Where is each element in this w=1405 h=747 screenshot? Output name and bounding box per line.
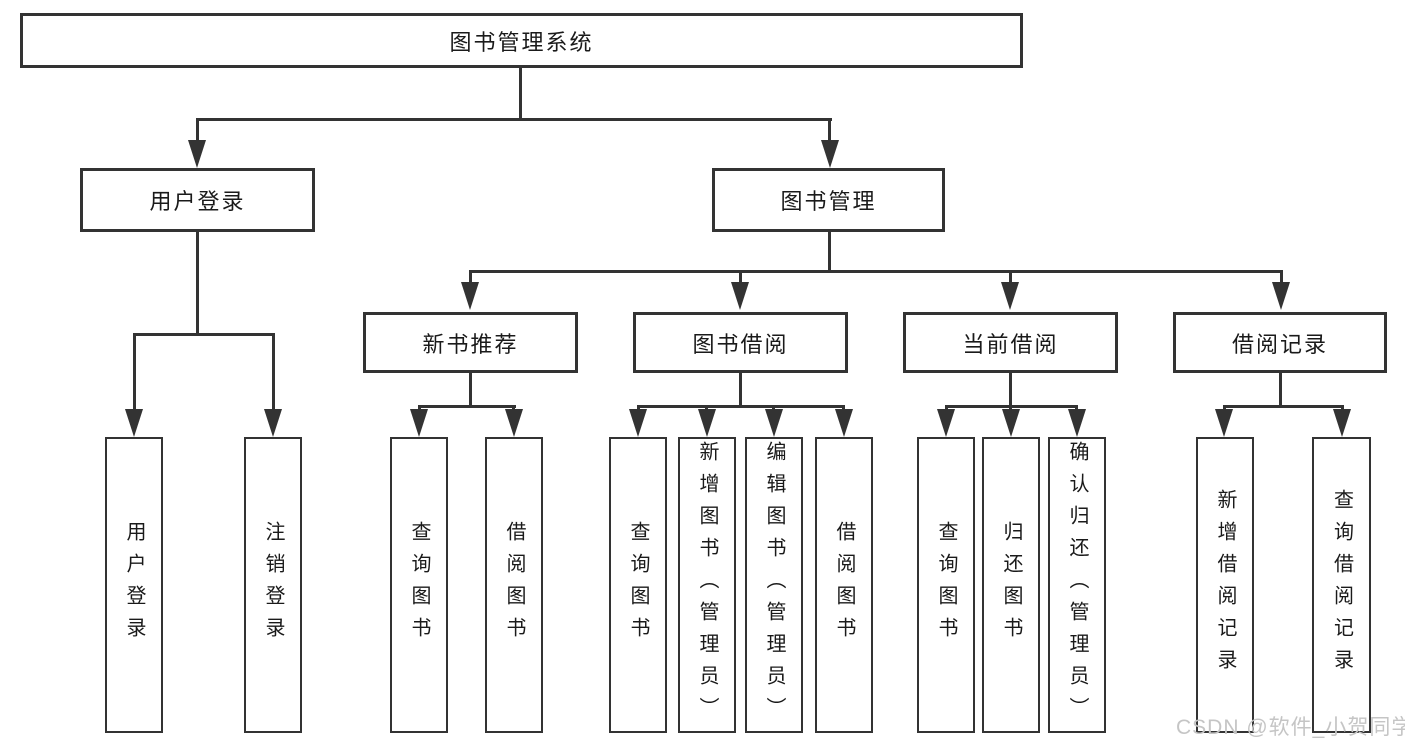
arrow-down-icon: [835, 409, 853, 437]
connector-line: [133, 333, 136, 411]
leaf-current-confirm-return-label: 确认归还（管理员）: [1066, 441, 1088, 729]
leaf-current-return-label: 归还图书: [1000, 521, 1022, 649]
leaf-records-add: 新增借阅记录: [1196, 437, 1254, 733]
node-user-login: 用户登录: [80, 168, 315, 232]
leaf-user-login-label: 用户登录: [123, 521, 145, 649]
connector-line: [469, 270, 472, 284]
leaf-current-query-label: 查询图书: [935, 521, 957, 649]
arrow-down-icon: [1068, 409, 1086, 437]
node-root: 图书管理系统: [20, 13, 1023, 68]
leaf-records-query: 查询借阅记录: [1312, 437, 1371, 733]
leaf-newbook-query-label: 查询图书: [408, 521, 430, 649]
node-book-management: 图书管理: [712, 168, 945, 232]
node-new-book-recommend-label: 新书推荐: [422, 331, 519, 357]
connector-line: [469, 270, 1283, 273]
connector-line: [196, 118, 199, 146]
node-book-borrow: 图书借阅: [633, 312, 848, 373]
arrow-down-icon: [1001, 282, 1019, 310]
connector-line: [637, 405, 845, 408]
connector-line: [1280, 270, 1283, 284]
node-book-borrow-label: 图书借阅: [692, 331, 789, 357]
arrow-down-icon: [410, 409, 428, 437]
leaf-current-confirm-return: 确认归还（管理员）: [1048, 437, 1106, 733]
connector-line: [519, 68, 522, 118]
connector-line: [196, 118, 832, 121]
leaf-borrow-query: 查询图书: [609, 437, 667, 733]
connector-line: [272, 333, 275, 411]
arrow-down-icon: [1215, 409, 1233, 437]
connector-line: [1223, 405, 1344, 408]
connector-line: [196, 232, 199, 336]
arrow-down-icon: [461, 282, 479, 310]
connector-line: [418, 405, 516, 408]
leaf-logout: 注销登录: [244, 437, 302, 733]
node-user-login-label: 用户登录: [149, 189, 246, 214]
arrow-down-icon: [629, 409, 647, 437]
leaf-newbook-borrow: 借阅图书: [485, 437, 543, 733]
leaf-records-query-label: 查询借阅记录: [1330, 489, 1353, 681]
leaf-newbook-borrow-label: 借阅图书: [503, 521, 525, 649]
arrow-down-icon: [188, 140, 206, 168]
arrow-down-icon: [731, 282, 749, 310]
connector-line: [739, 270, 742, 284]
arrow-down-icon: [125, 409, 143, 437]
arrow-down-icon: [1002, 409, 1020, 437]
arrow-down-icon: [937, 409, 955, 437]
node-new-book-recommend: 新书推荐: [363, 312, 578, 373]
node-current-borrow: 当前借阅: [903, 312, 1118, 373]
leaf-borrow-edit-book-label: 编辑图书（管理员）: [763, 441, 785, 729]
leaf-records-add-label: 新增借阅记录: [1214, 489, 1236, 681]
leaf-current-query: 查询图书: [917, 437, 975, 733]
arrow-down-icon: [821, 140, 839, 168]
leaf-borrow-borrow-book: 借阅图书: [815, 437, 873, 733]
connector-line: [1009, 270, 1012, 284]
arrow-down-icon: [1272, 282, 1290, 310]
arrow-down-icon: [1333, 409, 1351, 437]
arrow-down-icon: [698, 409, 716, 437]
connector-line: [739, 373, 742, 407]
connector-line: [828, 232, 831, 272]
leaf-user-login: 用户登录: [105, 437, 163, 733]
leaf-borrow-add-book-label: 新增图书（管理员）: [696, 441, 718, 729]
node-root-label: 图书管理系统: [449, 29, 594, 55]
connector-line: [1279, 373, 1282, 407]
watermark: CSDN @软件_小贺同学: [1176, 716, 1405, 739]
node-borrow-records: 借阅记录: [1173, 312, 1387, 373]
arrow-down-icon: [505, 409, 523, 437]
connector-line: [133, 333, 275, 336]
leaf-borrow-edit-book: 编辑图书（管理员）: [745, 437, 803, 733]
connector-line: [469, 373, 472, 407]
leaf-logout-label: 注销登录: [262, 521, 284, 649]
node-book-management-label: 图书管理: [780, 189, 877, 214]
leaf-newbook-query: 查询图书: [390, 437, 448, 733]
node-current-borrow-label: 当前借阅: [962, 331, 1059, 357]
arrow-down-icon: [264, 409, 282, 437]
leaf-current-return: 归还图书: [982, 437, 1040, 733]
leaf-borrow-query-label: 查询图书: [627, 521, 649, 649]
connector-line: [828, 118, 831, 146]
arrow-down-icon: [765, 409, 783, 437]
leaf-borrow-borrow-book-label: 借阅图书: [833, 521, 855, 649]
leaf-borrow-add-book: 新增图书（管理员）: [678, 437, 736, 733]
node-borrow-records-label: 借阅记录: [1231, 331, 1328, 357]
connector-line: [1009, 373, 1012, 407]
